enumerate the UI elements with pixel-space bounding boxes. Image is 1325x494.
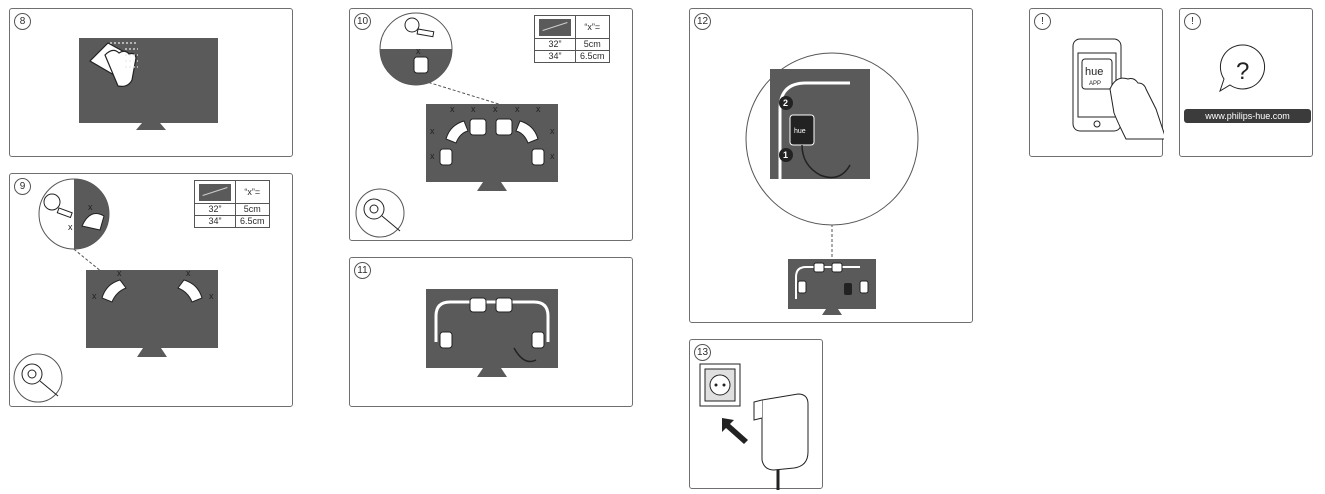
power-cable bbox=[513, 347, 537, 363]
step-11-panel: 11 bbox=[349, 257, 633, 407]
tape-measure-icon bbox=[43, 193, 73, 219]
table-row: 32”5cm bbox=[534, 38, 610, 51]
question-bubble-illustration: ? bbox=[1219, 44, 1266, 93]
x-marker: x bbox=[88, 202, 93, 212]
hue-app-illustration: hue APP bbox=[1072, 38, 1164, 140]
tv-stand bbox=[822, 309, 842, 315]
note-support-panel: ! ? www.philips-hue.com bbox=[1179, 8, 1313, 157]
question-mark: ? bbox=[1236, 58, 1249, 85]
tv-screen bbox=[426, 104, 558, 182]
step-number: 8 bbox=[14, 13, 31, 30]
x-marker: x bbox=[430, 126, 435, 136]
x-marker: x bbox=[209, 291, 214, 301]
lightstrip bbox=[434, 300, 550, 342]
svg-text:2: 2 bbox=[783, 98, 788, 108]
table-row: 34”6.5cm bbox=[194, 215, 270, 228]
x-marker: x bbox=[186, 268, 191, 278]
support-url[interactable]: www.philips-hue.com bbox=[1184, 109, 1311, 123]
plug-in-adapter-illustration bbox=[699, 363, 809, 490]
corner-measure-illustration: x x x x x x bbox=[13, 178, 218, 403]
step-10-panel: 10 x x x x x x x x x x bbox=[349, 8, 633, 241]
wipe-lines bbox=[110, 42, 138, 68]
step-number: 10 bbox=[354, 13, 371, 30]
corner-clip-left bbox=[101, 279, 127, 303]
step-number: 12 bbox=[694, 13, 711, 30]
step-9-panel: 9 x x x x x x “x”= 32”5cm 34”6. bbox=[9, 173, 293, 407]
hue-logo: hue bbox=[1085, 66, 1103, 78]
tv-stand bbox=[477, 368, 507, 377]
side-clips bbox=[439, 148, 545, 166]
clip-placement-illustration: x x x x x x x x x x bbox=[355, 12, 558, 238]
tape-measure-icon bbox=[404, 17, 435, 38]
tv-screen bbox=[86, 270, 218, 348]
note-marker: ! bbox=[1034, 13, 1051, 30]
step-12-panel: 12 hue 2 1 bbox=[689, 8, 973, 323]
x-marker: x bbox=[471, 104, 476, 114]
table-row: 34”6.5cm bbox=[534, 50, 610, 63]
connect-controller-illustration: hue 2 1 bbox=[745, 52, 919, 315]
step-8-panel: 8 bbox=[9, 8, 293, 157]
callout-1 bbox=[779, 148, 793, 162]
tape-measure-icon bbox=[363, 198, 401, 232]
tape-measure-icon bbox=[21, 363, 59, 397]
measurement-table: “x”= 32”5cm 34”6.5cm bbox=[194, 180, 270, 228]
tv-stand bbox=[137, 348, 167, 357]
step-number: 9 bbox=[14, 178, 31, 195]
callout-2 bbox=[779, 96, 793, 110]
note-marker: ! bbox=[1184, 13, 1201, 30]
corner-clip-right bbox=[177, 279, 203, 303]
tv-size-icon bbox=[534, 15, 576, 39]
power-cable bbox=[801, 144, 851, 179]
power-adapter bbox=[753, 393, 809, 471]
x-marker: x bbox=[536, 104, 541, 114]
x-marker: x bbox=[416, 46, 421, 56]
x-marker: x bbox=[493, 104, 498, 114]
arrow-icon bbox=[722, 418, 748, 444]
table-header: “x”= bbox=[575, 15, 610, 39]
table-header: “x”= bbox=[235, 180, 270, 204]
x-marker: x bbox=[430, 151, 435, 161]
svg-text:1: 1 bbox=[783, 150, 788, 160]
x-marker: x bbox=[117, 268, 122, 278]
step-13-panel: 13 bbox=[689, 339, 823, 490]
clean-tv-illustration bbox=[79, 38, 218, 130]
x-marker: x bbox=[68, 222, 73, 232]
step-number: 13 bbox=[694, 344, 711, 361]
x-marker: x bbox=[92, 291, 97, 301]
cleaning-hand-icon bbox=[89, 42, 137, 87]
x-marker: x bbox=[515, 104, 520, 114]
step-number: 11 bbox=[354, 262, 371, 279]
lightstrip-mounted-illustration bbox=[426, 289, 558, 377]
app-label: APP bbox=[1089, 81, 1101, 87]
hue-logo: hue bbox=[794, 128, 806, 135]
x-marker: x bbox=[450, 104, 455, 114]
tv-stand bbox=[136, 123, 166, 130]
speech-bubble-icon bbox=[1219, 44, 1266, 93]
x-marker: x bbox=[550, 151, 555, 161]
note-app-panel: ! hue APP bbox=[1029, 8, 1164, 157]
hand-icon bbox=[1109, 77, 1164, 140]
top-clips bbox=[445, 118, 539, 144]
table-row: 32”5cm bbox=[194, 203, 270, 216]
tv-stand bbox=[477, 182, 507, 191]
tv-size-icon bbox=[194, 180, 236, 204]
x-marker: x bbox=[550, 126, 555, 136]
measurement-table: “x”= 32”5cm 34”6.5cm bbox=[534, 15, 610, 63]
